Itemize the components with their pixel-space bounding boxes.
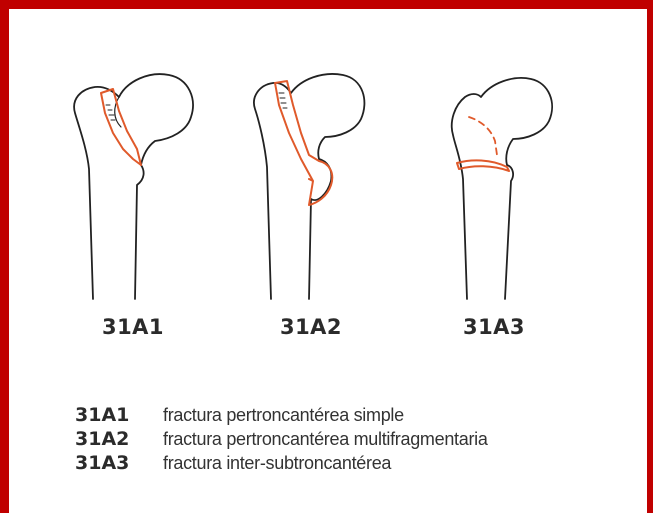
fracture-31a3-line — [457, 160, 509, 171]
legend-code: 31A2 — [75, 428, 163, 450]
legend-row: 31A2 fractura pertroncantérea multifragm… — [75, 428, 488, 452]
legend-row: 31A3 fractura inter-subtroncantérea — [75, 452, 488, 476]
femur-31a3-outline — [452, 78, 552, 299]
femur-31a3-drawing — [452, 78, 552, 299]
panel-label-31a2: 31A2 — [251, 315, 371, 339]
femur-31a1-drawing — [74, 74, 193, 299]
femur-31a2-outline — [254, 74, 364, 299]
legend: 31A1 fractura pertroncantérea simple 31A… — [75, 404, 488, 476]
fracture-illustrations — [9, 9, 653, 309]
legend-code: 31A1 — [75, 404, 163, 426]
panel-label-31a1: 31A1 — [73, 315, 193, 339]
legend-description: fractura pertroncantérea multifragmentar… — [163, 429, 488, 450]
legend-description: fractura inter-subtroncantérea — [163, 453, 391, 474]
legend-row: 31A1 fractura pertroncantérea simple — [75, 404, 488, 428]
fracture-31a2-line — [275, 81, 332, 205]
panel-label-31a3: 31A3 — [434, 315, 554, 339]
legend-description: fractura pertroncantérea simple — [163, 405, 404, 426]
fracture-31a3-dashed — [469, 117, 497, 155]
legend-code: 31A3 — [75, 452, 163, 474]
femur-31a2-drawing — [254, 74, 364, 299]
femur-31a1-outline — [74, 74, 193, 299]
